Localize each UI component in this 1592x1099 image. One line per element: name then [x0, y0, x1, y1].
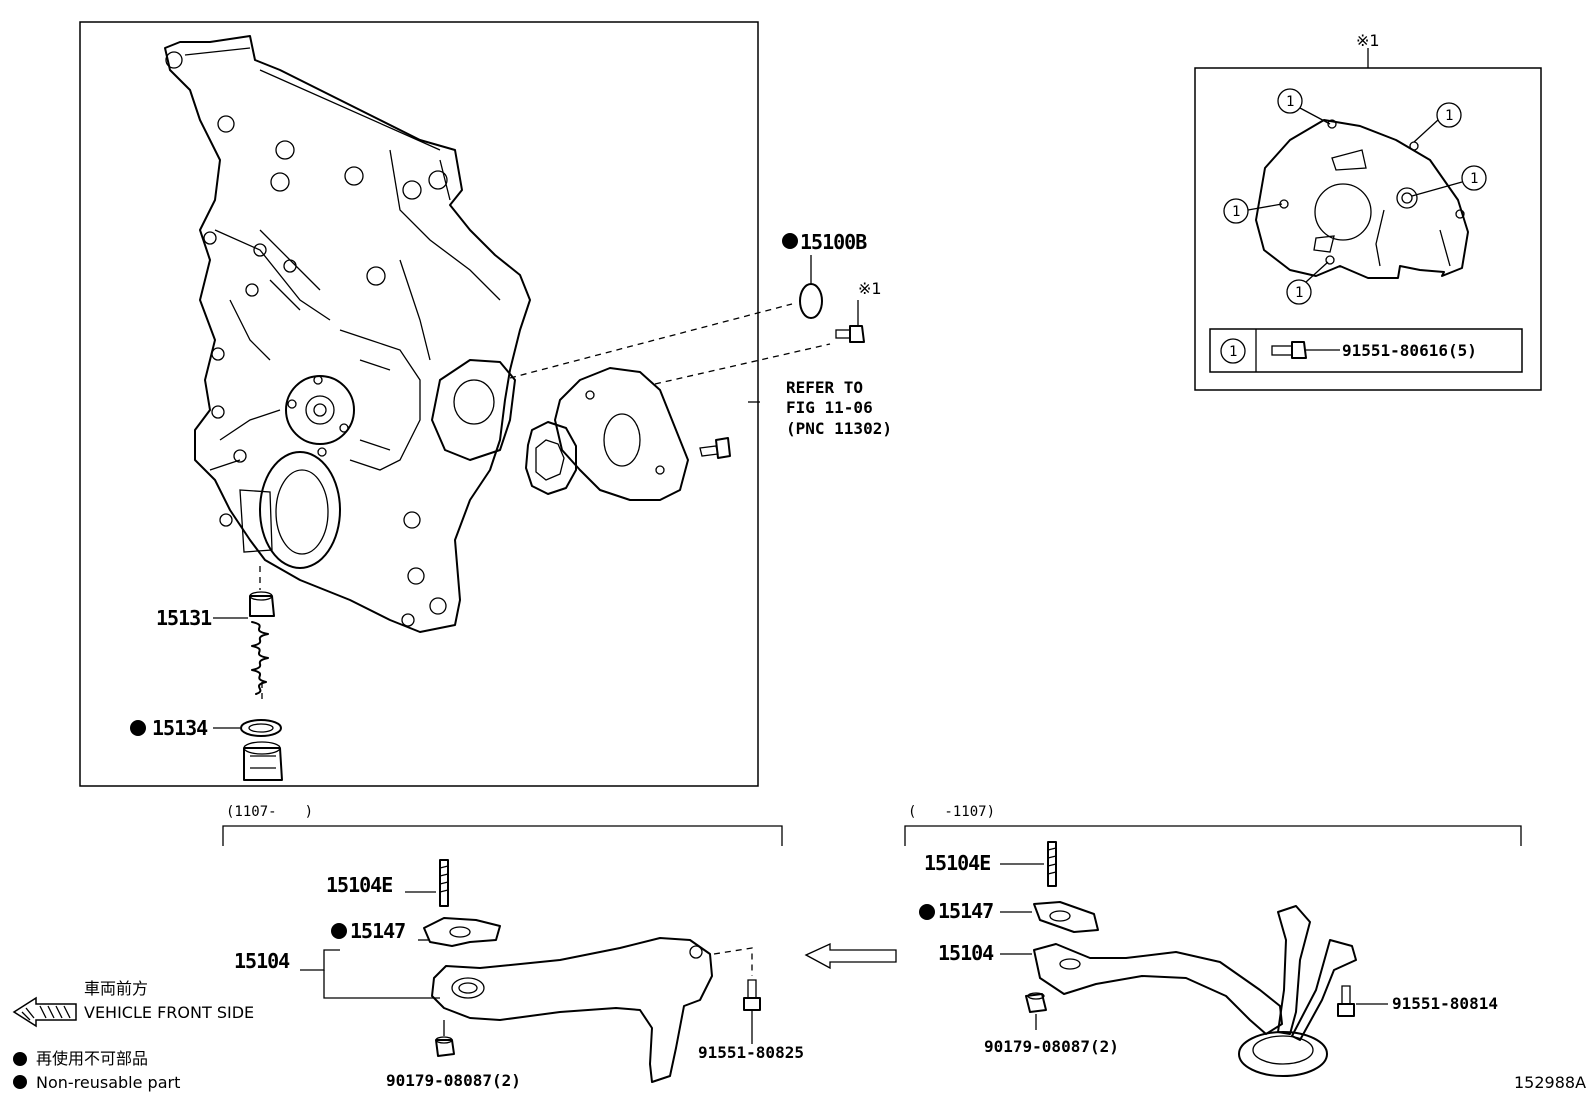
refer-to-line1: REFER TO: [786, 378, 863, 397]
right-label-90179-08087: 90179-08087(2): [984, 1037, 1119, 1056]
legend-bolt-icon: [1271, 341, 1307, 359]
nonreusable-bullet-icon: [919, 904, 935, 920]
legend-table: [1209, 328, 1523, 373]
refer-to-line3: (PNC 11302): [786, 419, 892, 438]
left-label-15147: 15147: [350, 919, 405, 943]
nonreusable-bullet-icon: [782, 233, 798, 249]
nonreusable-bullet-icon: [331, 923, 347, 939]
legend-number: 1: [1229, 344, 1237, 360]
figure-id: 152988A: [1514, 1073, 1586, 1092]
nonreusable-jp: 再使用不可部品: [36, 1049, 148, 1068]
label-15100b: 15100B: [800, 230, 867, 254]
left-label-91551-80825: 91551-80825: [698, 1043, 804, 1062]
nonreusable-bullet-icon: [13, 1075, 27, 1089]
nonreusable-bullet-icon: [130, 720, 146, 736]
right-label-15147: 15147: [938, 899, 993, 923]
right-label-15104: 15104: [938, 941, 994, 965]
range-left-label: (1107- ): [226, 804, 313, 820]
vehicle-front-jp: 車両前方: [84, 979, 148, 998]
right-label-91551-80814: 91551-80814: [1392, 994, 1498, 1013]
callout-1: 1: [1232, 204, 1240, 220]
right-label-15104e: 15104E: [924, 851, 990, 875]
legend-part-number: 91551-80616(5): [1342, 341, 1477, 360]
left-bolt-91551: [743, 979, 761, 1011]
range-bracket-left: [222, 825, 783, 846]
right-nut-90179: [1025, 992, 1047, 1013]
inset-plate-drawing: [1223, 88, 1487, 305]
vehicle-front-en: VEHICLE FRONT SIDE: [84, 1003, 254, 1022]
refer-to-line2: FIG 11-06: [786, 398, 873, 417]
vehicle-front-arrow-icon: [12, 996, 77, 1028]
label-15134: 15134: [152, 716, 208, 740]
nonreusable-bullet-icon: [13, 1052, 27, 1066]
note1-bolt-label: ※1: [858, 279, 882, 298]
range-bracket-right: [904, 825, 1522, 846]
label-15131: 15131: [156, 606, 212, 630]
oil-pump-drawing: [525, 367, 689, 501]
left-label-15104: 15104: [234, 949, 290, 973]
left-strainer-drawing: [423, 859, 713, 1083]
flow-arrow: [804, 942, 897, 970]
note1-top-label: ※1: [1356, 31, 1380, 50]
bolt-oil-pump: [699, 437, 731, 459]
timing-cover-drawing: [164, 35, 531, 633]
bolt-note1: [835, 325, 865, 343]
callout-1: 1: [1445, 108, 1453, 124]
right-bolt-91551: [1337, 985, 1355, 1017]
callout-1: 1: [1295, 285, 1303, 301]
relief-valve-drawing: [240, 591, 283, 781]
right-strainer-drawing: [1033, 841, 1357, 1077]
callout-1: 1: [1470, 171, 1478, 187]
callout-1: 1: [1286, 94, 1294, 110]
range-right-label: ( -1107): [908, 804, 995, 820]
left-label-15104e: 15104E: [326, 873, 392, 897]
left-nut-90179: [435, 1036, 455, 1057]
left-label-90179-08087: 90179-08087(2): [386, 1071, 521, 1090]
main-frame: [79, 21, 759, 787]
o-ring-15100b: [799, 283, 823, 319]
nonreusable-en: Non-reusable part: [36, 1073, 180, 1092]
